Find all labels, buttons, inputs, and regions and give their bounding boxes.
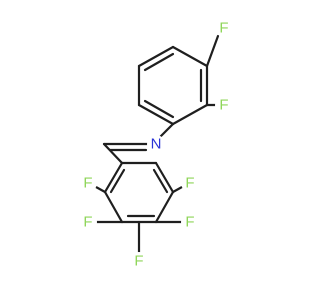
bond-CH-ring	[102, 142, 124, 165]
bond-lower-ring	[154, 161, 175, 194]
atom-F2: F	[215, 96, 233, 114]
atom-F6: F	[181, 213, 199, 231]
bond-lower-ring-double	[109, 168, 126, 194]
molecule-structure: F F N F F F F	[79, 19, 233, 270]
bond-lower-ring	[103, 190, 124, 224]
bond-lower-ring	[103, 161, 124, 194]
bond-upper-ring	[171, 45, 209, 68]
bond-lower-ring-double	[152, 168, 169, 194]
atom-label-F3: F	[83, 175, 92, 192]
bond-upper-F1	[205, 34, 220, 68]
atom-label-F6: F	[185, 214, 194, 231]
atom-F5: F	[79, 213, 97, 231]
atom-F7: F	[130, 252, 148, 270]
bond-lower-F3	[94, 185, 107, 194]
atom-label-F7: F	[134, 253, 143, 270]
bond-layer	[94, 34, 220, 255]
bond-upper-ring	[171, 103, 209, 126]
atom-label-F1: F	[219, 20, 228, 37]
molecule-diagram: F F N F F F F	[79, 19, 233, 270]
atom-F4: F	[181, 174, 199, 192]
bond-lower-ring	[154, 190, 175, 224]
atom-label-F4: F	[185, 175, 194, 192]
atom-N: N	[147, 135, 165, 153]
atom-F1: F	[215, 19, 233, 37]
bond-upper-ring-double	[143, 99, 175, 119]
bond-lower-F4	[171, 185, 184, 194]
atom-F3: F	[79, 174, 97, 192]
atom-label-F5: F	[83, 214, 92, 231]
atom-label-N: N	[151, 136, 162, 153]
bond-upper-ring-double	[143, 52, 175, 72]
atom-label-F2: F	[219, 97, 228, 114]
bond-upper-ring	[137, 45, 175, 68]
bond-upper-ring	[137, 103, 175, 126]
bond-ring-N	[158, 122, 175, 139]
atom-label-layer: F F N F F F F	[79, 19, 233, 270]
